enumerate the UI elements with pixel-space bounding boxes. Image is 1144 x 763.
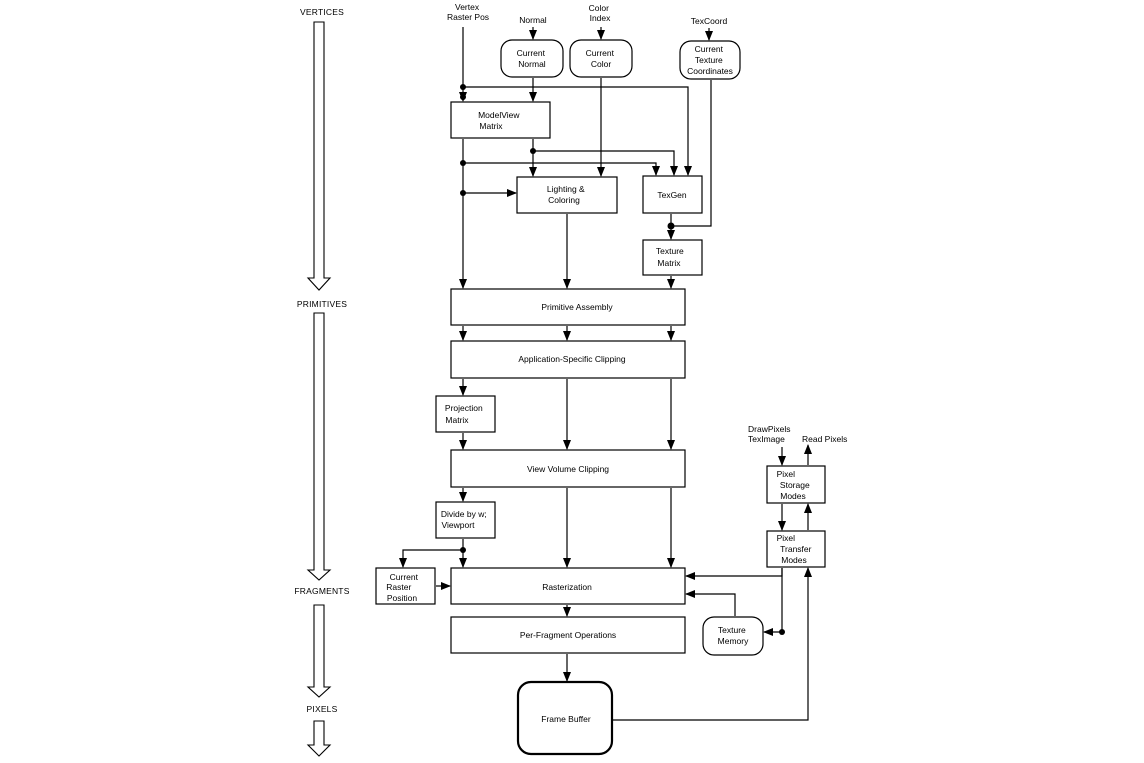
application-specific-clipping-box bbox=[450, 340, 686, 379]
stage-label-primitives: PRIMITIVES bbox=[297, 299, 347, 309]
frame-buffer-box bbox=[516, 680, 614, 756]
projection-matrix-box bbox=[435, 395, 496, 433]
per-fragment-operations-label: Per-Fragment Operations bbox=[520, 630, 616, 640]
current-color-box bbox=[569, 39, 633, 78]
input-drawpixels-teximage: DrawPixels TexImage bbox=[748, 424, 793, 444]
pixel-storage-modes-label: Pixel Storage Modes bbox=[777, 469, 812, 501]
view-volume-clipping-label: View Volume Clipping bbox=[527, 464, 609, 474]
stage-arrow-pixels-out bbox=[306, 720, 332, 757]
view-volume-clipping-box bbox=[450, 449, 686, 488]
input-color-index: Color Index bbox=[589, 3, 612, 23]
stage-label-fragments: FRAGMENTS bbox=[294, 586, 349, 596]
input-normal: Normal bbox=[519, 15, 547, 25]
primitive-assembly-label: Primitive Assembly bbox=[541, 302, 613, 312]
current-raster-position-label: Current Raster Position bbox=[386, 572, 420, 603]
current-normal-label: Current Normal bbox=[517, 48, 548, 69]
current-color-label: Current Color bbox=[586, 48, 617, 69]
projection-matrix-label: Projection Matrix bbox=[445, 403, 485, 425]
stage-label-vertices: VERTICES bbox=[300, 7, 344, 17]
lighting-coloring-box bbox=[516, 176, 618, 214]
lighting-coloring-label: Lighting & Coloring bbox=[547, 184, 587, 205]
divide-viewport-label: Divide by w; Viewport bbox=[441, 509, 489, 530]
connectors bbox=[399, 27, 812, 721]
stage-label-pixels: PIXELS bbox=[307, 704, 338, 714]
texture-matrix-box bbox=[642, 239, 703, 276]
stage-column: VERTICES PRIMITIVES FRAGMENTS PIXELS bbox=[294, 7, 350, 757]
current-raster-position-box bbox=[375, 567, 436, 605]
modelview-matrix-label: ModelView Matrix bbox=[478, 110, 522, 131]
texture-matrix-label: Texture Matrix bbox=[656, 246, 686, 268]
current-texture-coordinates-box bbox=[679, 40, 741, 80]
texgen-label: TexGen bbox=[657, 190, 687, 200]
texture-memory-label: Texture Memory bbox=[718, 625, 749, 646]
pixel-transfer-modes-box bbox=[766, 530, 826, 568]
modelview-matrix-box bbox=[450, 101, 551, 139]
input-vertex-raster-pos: Vertex Raster Pos bbox=[447, 2, 489, 22]
junction-dots bbox=[460, 84, 785, 635]
pixel-storage-modes-box bbox=[766, 465, 826, 504]
current-texture-coordinates-label: Current Texture Coordinates bbox=[687, 44, 733, 76]
texture-memory-box bbox=[702, 616, 764, 656]
per-fragment-operations-box bbox=[450, 616, 686, 654]
pixel-transfer-modes-label: Pixel Transfer Modes bbox=[777, 533, 814, 565]
stage-arrow-fragments-to-pixels bbox=[306, 604, 332, 698]
stage-arrow-primitives-to-fragments bbox=[306, 312, 332, 581]
rasterization-box bbox=[450, 567, 686, 605]
frame-buffer-label: Frame Buffer bbox=[541, 714, 591, 724]
input-texcoord: TexCoord bbox=[691, 16, 728, 26]
application-specific-clipping-label: Application-Specific Clipping bbox=[518, 354, 626, 364]
texgen-box bbox=[642, 175, 703, 214]
stage-arrow-vertices-to-primitives bbox=[306, 21, 332, 291]
input-read-pixels: Read Pixels bbox=[802, 434, 847, 444]
current-normal-box bbox=[500, 39, 564, 78]
primitive-assembly-box bbox=[450, 288, 686, 326]
divide-viewport-box bbox=[435, 501, 496, 539]
rasterization-label: Rasterization bbox=[542, 582, 592, 592]
